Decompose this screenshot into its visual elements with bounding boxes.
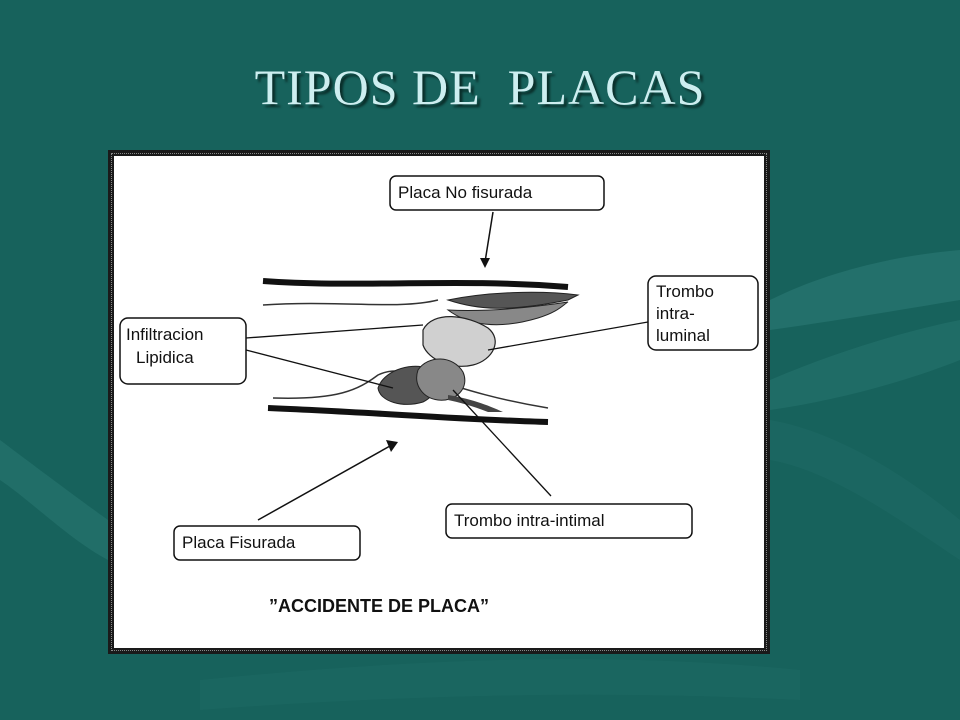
label-infiltracion-lipidica: Infiltracion Lipidica (119, 317, 424, 389)
label-trombo-intraintimal: Trombo intra-intimal (445, 389, 693, 539)
plaque-diagram: Placa No fisurada Trombo intra- luminal … (108, 150, 770, 654)
label-placa-fisurada: Placa Fisurada (173, 440, 398, 561)
label-trombo-intraluminal-line3: luminal (656, 326, 710, 345)
artery-lower-wall (267, 405, 549, 425)
label-trombo-intraluminal: Trombo intra- luminal (487, 275, 759, 351)
label-trombo-intraluminal-line2: intra- (656, 304, 695, 323)
label-placa-fisurada-text: Placa Fisurada (182, 533, 296, 552)
non-fissured-plaque (446, 291, 580, 309)
inner-line-lower (272, 370, 549, 409)
figure-caption: ”ACCIDENTE DE PLACA” (269, 596, 489, 616)
label-placa-no-fisurada-text: Placa No fisurada (398, 183, 533, 202)
label-trombo-intraintimal-text: Trombo intra-intimal (454, 511, 605, 530)
label-placa-no-fisurada: Placa No fisurada (389, 175, 605, 268)
intra-intimal-thrombus (416, 358, 466, 401)
plaque-illustration: Placa No fisurada Trombo intra- luminal … (119, 175, 759, 616)
label-infiltracion-line2: Lipidica (136, 348, 194, 367)
artery-upper-wall (262, 278, 569, 290)
intima-line (262, 299, 439, 306)
slide-title: TIPOS DE PLACAS (254, 59, 706, 115)
label-trombo-intraluminal-line1: Trombo (656, 282, 714, 301)
label-infiltracion-line1: Infiltracion (126, 325, 203, 344)
upper-plaque-shading (446, 301, 569, 326)
